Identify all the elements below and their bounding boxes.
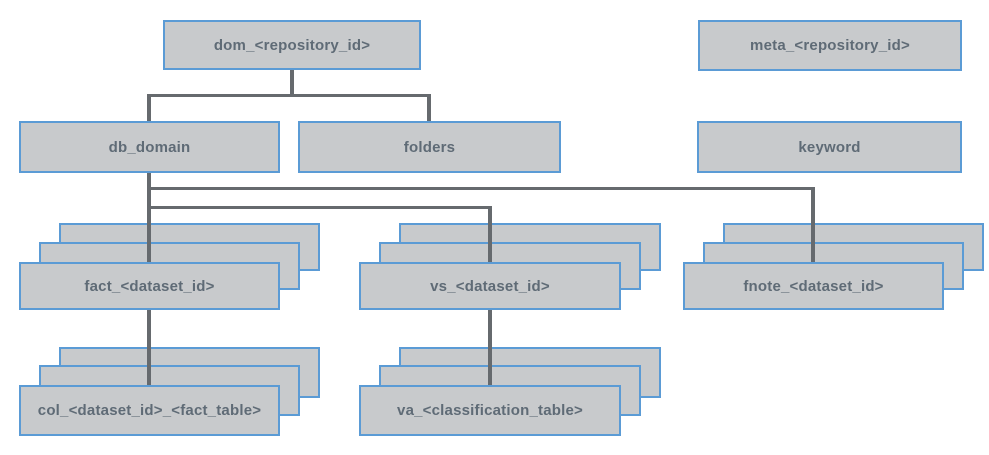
connector-to-vs: [488, 206, 492, 263]
node-folders: folders: [298, 121, 561, 173]
node-va-classification-table: va_<classification_table>: [359, 385, 621, 436]
connector-db-to-fnote-horizontal: [147, 187, 815, 190]
node-meta-repository: meta_<repository_id>: [698, 20, 962, 71]
node-keyword: keyword: [697, 121, 962, 173]
connector-bus-to-db-domain: [147, 94, 151, 122]
connector-dom-to-bus: [290, 70, 294, 97]
node-db-domain: db_domain: [19, 121, 280, 173]
connector-bus-to-folders: [427, 94, 431, 122]
connector-to-fnote: [811, 187, 815, 263]
node-dom-repository: dom_<repository_id>: [163, 20, 421, 70]
node-fact-dataset: fact_<dataset_id>: [19, 262, 280, 310]
connector-fact-to-col: [147, 309, 151, 386]
connector-db-to-vs-horizontal: [147, 206, 492, 209]
connector-db-to-fact: [147, 172, 151, 263]
connector-vs-to-va: [488, 309, 492, 386]
node-fnote-dataset: fnote_<dataset_id>: [683, 262, 944, 310]
node-col-dataset-fact-table: col_<dataset_id>_<fact_table>: [19, 385, 280, 436]
connector-top-bus: [147, 94, 431, 97]
node-vs-dataset: vs_<dataset_id>: [359, 262, 621, 310]
